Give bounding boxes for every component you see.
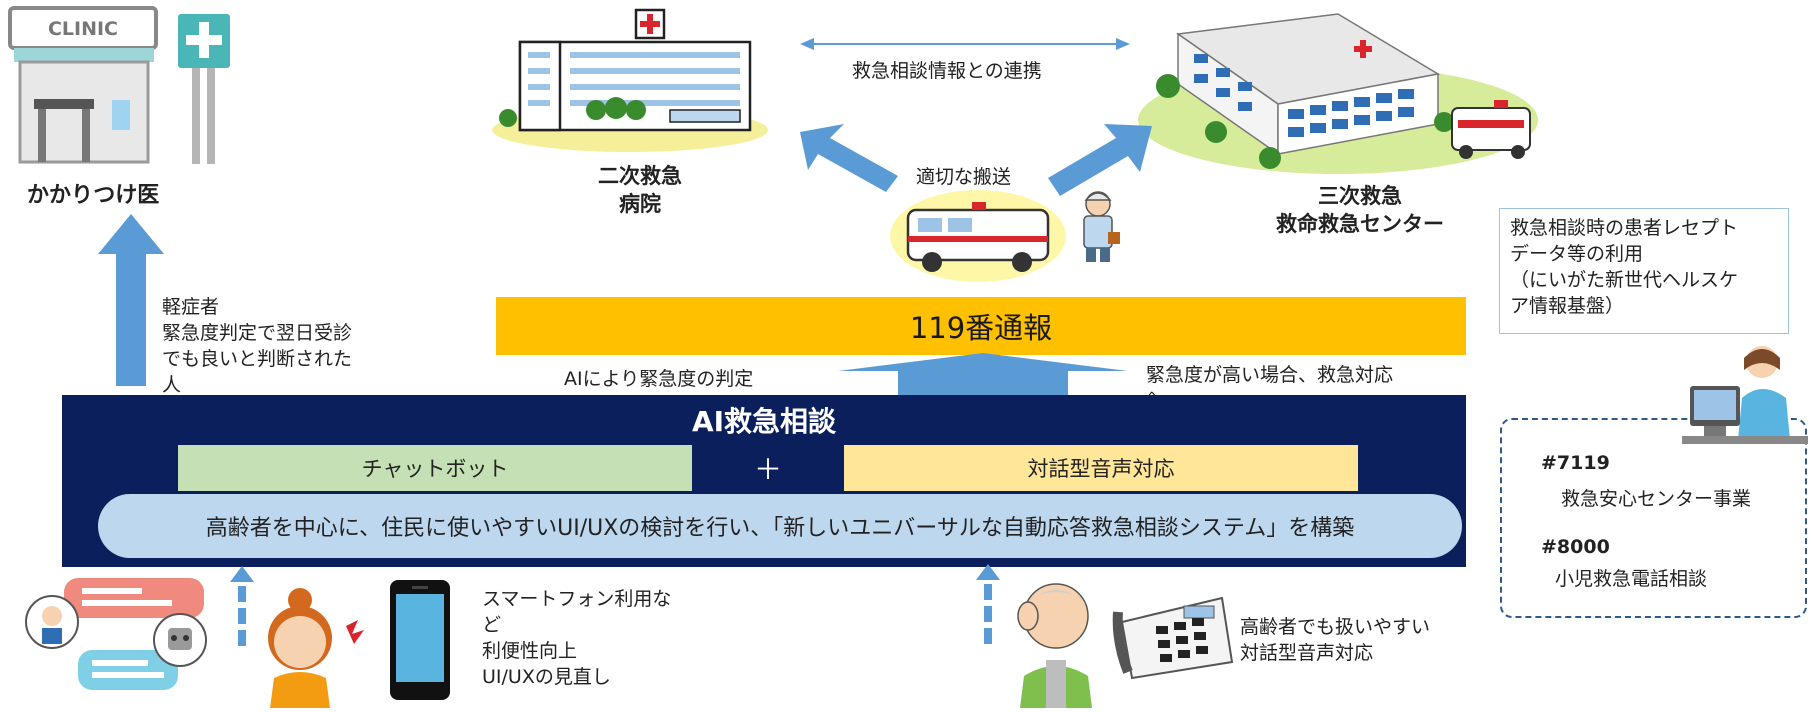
- distressed-woman-illustration: [254, 582, 372, 708]
- ai-consult-title: AI救急相談: [691, 405, 837, 438]
- smartphone-note-line: ど: [482, 614, 502, 636]
- secondary-line1: 二次救急: [598, 164, 682, 188]
- smartphone-note-line: スマートフォン利用な: [482, 588, 672, 610]
- plus-sign: ＋: [753, 453, 782, 486]
- receipt-info-line: 救急相談時の患者レセプト: [1510, 217, 1739, 239]
- up-arrow-to-119: [838, 353, 1128, 395]
- elderly-note-line: 対話型音声対応: [1240, 642, 1374, 664]
- smartphone-icon: [388, 578, 452, 702]
- cooperation-label: 救急相談情報との連携: [852, 60, 1042, 82]
- high-urgency-line: 緊急度が高い場合、救急対応: [1146, 364, 1394, 386]
- ai-judgement-label: AIにより緊急度の判定: [564, 368, 754, 390]
- tertiary-center-illustration: [1138, 4, 1558, 176]
- tertiary-center-label: 三次救急 救命救急センター: [1240, 182, 1480, 238]
- receipt-info-line: データ等の利用: [1510, 243, 1644, 265]
- up-arrow-to-clinic: [98, 214, 164, 386]
- receipt-data-info-box: 救急相談時の患者レセプト データ等の利用 （にいがた新世代ヘルスケ ア情報基盤）: [1499, 208, 1789, 334]
- emergency-call-119-band: 119番通報: [496, 297, 1466, 355]
- mild-case-line: 人: [162, 374, 182, 396]
- transport-label: 適切な搬送: [916, 166, 1012, 188]
- chat-bubbles-illustration: [22, 572, 208, 706]
- smartphone-note-line: 利便性向上: [482, 640, 578, 662]
- cooperation-double-arrow: [800, 36, 1130, 52]
- ambulance-illustration: [888, 184, 1068, 284]
- operator-illustration: [1682, 340, 1808, 456]
- elderly-note: 高齢者でも扱いやすい 対話型音声対応: [1240, 614, 1430, 666]
- hotline-7119-number: #7119: [1541, 452, 1610, 474]
- secondary-line2: 病院: [619, 192, 661, 216]
- telephone-icon: [1112, 582, 1236, 682]
- mild-case-line: でも良いと判断された: [162, 348, 353, 370]
- hotline-7119-desc: 救急安心センター事業: [1561, 488, 1752, 510]
- arrow-to-tertiary: [1048, 120, 1152, 196]
- smartphone-note-line: UI/UXの見直し: [482, 666, 611, 688]
- dashed-up-arrow-right: [976, 564, 1000, 656]
- clinic-label: かかりつけ医: [27, 183, 160, 208]
- system-description-pill: 高齢者を中心に、住民に使いやすいUI/UXの検討を行い、「新しいユニバーサルな自…: [98, 494, 1462, 558]
- hotline-box: [1500, 418, 1807, 618]
- clinic-sign-text: CLINIC: [48, 18, 118, 40]
- tertiary-line1: 三次救急: [1318, 184, 1402, 208]
- mild-case-line: 緊急度判定で翌日受診: [162, 322, 353, 344]
- mild-case-line: 軽症者: [162, 296, 220, 318]
- elderly-man-illustration: [1006, 576, 1106, 708]
- receipt-info-line: ア情報基盤）: [1510, 295, 1625, 317]
- dashed-up-arrow-left: [230, 566, 254, 656]
- smartphone-note: スマートフォン利用な ど 利便性向上 UI/UXの見直し: [482, 586, 671, 690]
- clinic-illustration: CLINIC: [6, 4, 231, 164]
- secondary-hospital-label: 二次救急 病院: [560, 162, 720, 218]
- chatbot-box: チャットボット: [178, 445, 692, 491]
- elderly-note-line: 高齢者でも扱いやすい: [1240, 616, 1431, 638]
- tertiary-line2: 救命救急センター: [1276, 212, 1444, 236]
- paramedic-illustration: [1074, 188, 1122, 264]
- receipt-info-line: （にいがた新世代ヘルスケ: [1510, 269, 1739, 291]
- hotline-8000-number: #8000: [1541, 536, 1610, 558]
- mild-case-text: 軽症者 緊急度判定で翌日受診 でも良いと判断された 人: [162, 294, 352, 398]
- secondary-hospital-illustration: [490, 2, 770, 154]
- hotline-8000-desc: 小児救急電話相談: [1555, 568, 1708, 590]
- voice-response-box: 対話型音声対応: [844, 445, 1358, 491]
- arrow-to-secondary: [800, 124, 900, 194]
